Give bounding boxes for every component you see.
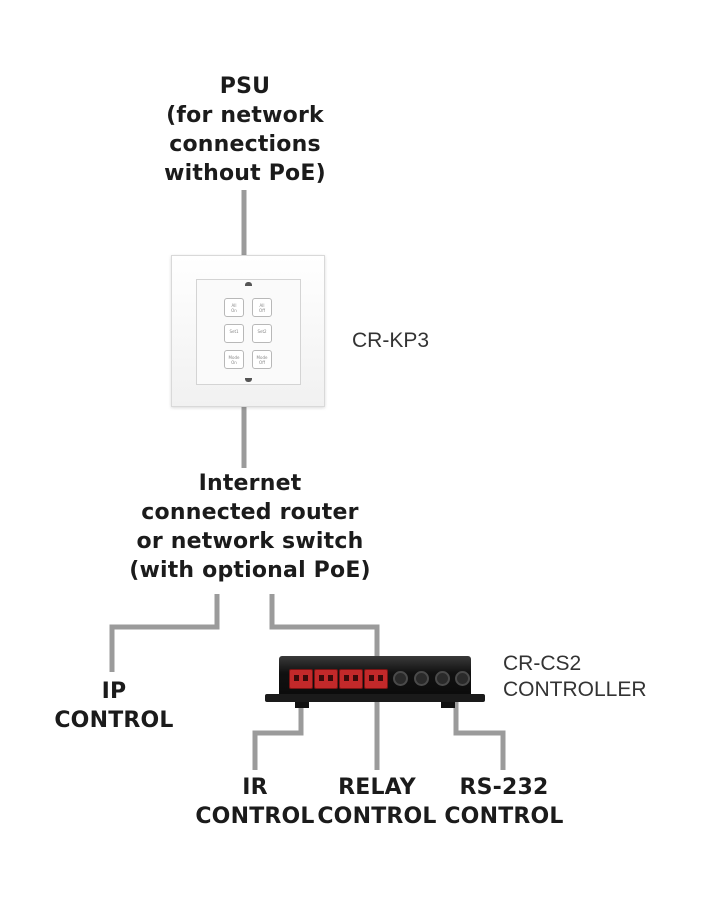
relay-terminal-icon <box>314 669 338 689</box>
router-line-2: connected router <box>120 498 380 527</box>
router-to-controller-line <box>272 594 377 665</box>
controller-flange <box>265 694 485 702</box>
psu-line-3: connections <box>150 130 340 159</box>
router-to-ip-line <box>112 594 217 672</box>
controller-device-image <box>279 656 471 698</box>
ip-control-label: IP CONTROL <box>40 677 188 735</box>
controller-to-ir-line <box>255 700 301 770</box>
relay-control-label: RELAY CONTROL <box>312 773 442 831</box>
relay-terminal-icon <box>339 669 363 689</box>
controller-model-line-2: CONTROLLER <box>503 677 647 703</box>
keypad-button: Set2 <box>252 324 272 343</box>
keypad-button: Set1 <box>224 324 244 343</box>
rs232-control-label: RS-232 CONTROL <box>438 773 570 831</box>
router-line-3: or network switch <box>120 527 380 556</box>
psu-line-4: without PoE) <box>150 159 340 188</box>
router-line-4: (with optional PoE) <box>120 556 380 585</box>
relay-terminal-icon <box>289 669 313 689</box>
ir-jack-icon <box>455 671 470 686</box>
controller-to-rs232-line <box>456 700 503 770</box>
controller-foot <box>295 702 309 708</box>
ir-jack-icon <box>414 671 429 686</box>
ir-jack-icon <box>393 671 408 686</box>
ir-control-label: IR CONTROL <box>186 773 324 831</box>
psu-line-2: (for network <box>150 101 340 130</box>
controller-model-line-1: CR-CS2 <box>503 651 647 677</box>
keypad-model-label: CR-KP3 <box>352 328 429 354</box>
router-line-1: Internet <box>120 469 380 498</box>
top-screw-icon <box>245 282 252 286</box>
psu-label: PSU (for network connections without PoE… <box>150 72 340 188</box>
controller-foot <box>441 702 455 708</box>
bottom-screw-icon <box>245 378 252 382</box>
ir-jack-icon <box>435 671 450 686</box>
router-label: Internet connected router or network swi… <box>120 469 380 585</box>
controller-model-label: CR-CS2 CONTROLLER <box>503 651 647 703</box>
psu-line-1: PSU <box>150 72 340 101</box>
relay-terminal-icon <box>364 669 388 689</box>
